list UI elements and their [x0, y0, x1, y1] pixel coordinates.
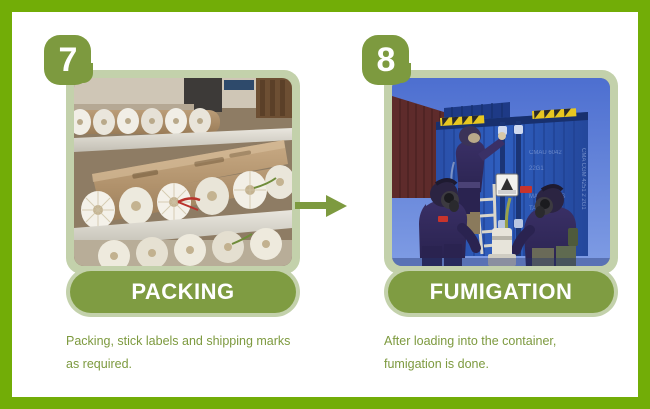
- packing-photo: [74, 78, 292, 266]
- svg-text:CMA CGM 4251 2 2G1: CMA CGM 4251 2 2G1: [580, 148, 586, 210]
- step-number-label: 7: [58, 41, 78, 79]
- step-label-pill-fumigation: FUMIGATION: [384, 267, 618, 317]
- step-label-pill-inner: PACKING: [70, 271, 296, 313]
- step-label-text: FUMIGATION: [429, 279, 573, 304]
- caption-line: After loading into the container,: [384, 334, 557, 348]
- step-panel-fumigation: 8: [346, 12, 634, 397]
- fumigation-photo: CM: [392, 78, 610, 266]
- step-number-label: 8: [376, 41, 396, 79]
- step-number-badge-8: 8: [362, 35, 411, 85]
- step-label-pill-inner: FUMIGATION: [388, 271, 614, 313]
- arrow-right-icon: [295, 195, 347, 217]
- fumigation-photo-illustration: CM: [392, 78, 610, 266]
- photo-card-packing: [66, 70, 300, 274]
- svg-text:CMAU 6042: CMAU 6042: [529, 150, 562, 156]
- step-label-pill-packing: PACKING: [66, 267, 300, 317]
- packing-photo-illustration: [74, 78, 292, 266]
- step-panel-packing: 7: [28, 12, 316, 397]
- step-caption-packing: Packing, stick labels and shipping marks…: [66, 330, 326, 376]
- caption-line: Packing, stick labels and shipping marks: [66, 334, 291, 348]
- arrow-right-glyph: [295, 195, 347, 217]
- caption-line: fumigation is done.: [384, 357, 489, 372]
- step-caption-fumigation: After loading into the container, fumiga…: [384, 330, 644, 376]
- steps-container: 7: [12, 12, 638, 397]
- step-label-text: PACKING: [131, 279, 235, 304]
- step-number-badge-7: 7: [44, 35, 93, 85]
- photo-card-fumigation: CM: [384, 70, 618, 274]
- caption-line: as required.: [66, 357, 133, 372]
- svg-text:22G1: 22G1: [529, 166, 544, 172]
